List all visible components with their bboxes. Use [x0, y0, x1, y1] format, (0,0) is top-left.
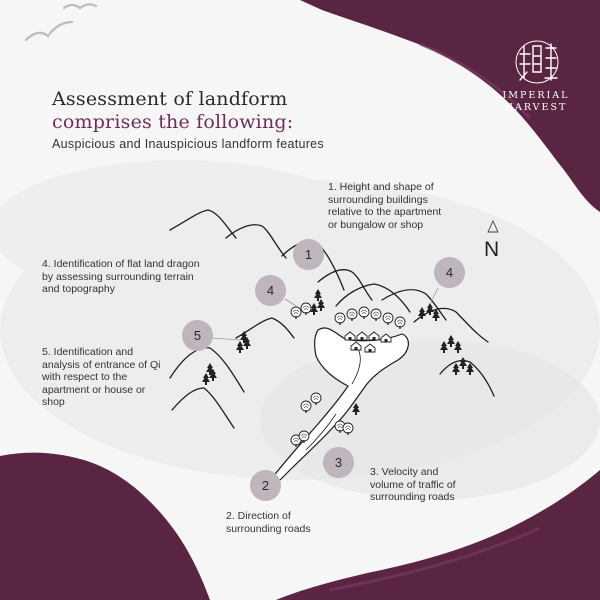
- page-subtitle: comprises the following:: [52, 111, 294, 133]
- brush-stroke-streak: [419, 42, 532, 120]
- marker-1: 1: [293, 239, 324, 270]
- marker-4-left: 4: [255, 275, 286, 306]
- page-tagline: Auspicious and Inauspicious landform fea…: [52, 137, 324, 151]
- valley-river: [271, 327, 409, 481]
- leader-lines: [211, 287, 439, 341]
- bottom-right-brush-stroke: [276, 470, 600, 600]
- note-1: 1. Height and shape of surrounding build…: [328, 181, 442, 231]
- brand-name-line-1: IMPERIAL: [502, 90, 570, 101]
- calligraphy-seal-logo: [515, 40, 559, 84]
- marker-3: 3: [323, 447, 354, 478]
- note-5: 5. Identification and analysis of entran…: [42, 346, 161, 408]
- note-2: 2. Direction of surrounding roads: [226, 510, 311, 535]
- marker-2: 2: [250, 470, 281, 501]
- brand-logo-space: [498, 30, 574, 86]
- bottom-left-brush-stroke: [0, 452, 210, 600]
- marker-5: 5: [182, 320, 213, 351]
- marker-4-right: 4: [434, 257, 465, 288]
- north-arrow-icon: [487, 219, 499, 233]
- note-3: 3. Velocity and volume of traffic of sur…: [370, 466, 456, 503]
- page-title: Assessment of landform: [52, 88, 288, 110]
- birds-icon: [24, 3, 98, 42]
- brush-stroke-streak: [329, 526, 541, 592]
- north-label: N: [484, 238, 500, 261]
- brand-name-line-2: HARVEST: [504, 102, 568, 113]
- top-right-brush-stroke: [300, 0, 600, 212]
- brand-block: IMPERIAL HARVEST: [498, 30, 574, 114]
- note-4: 4. Identification of flat land dragon by…: [42, 258, 200, 295]
